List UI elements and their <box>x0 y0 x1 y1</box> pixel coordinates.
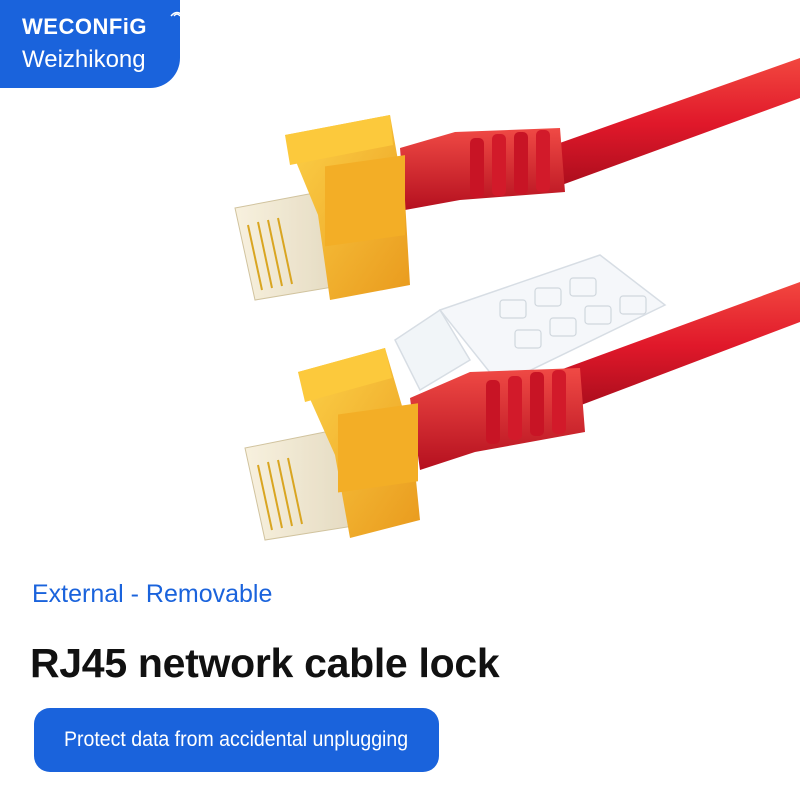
feature-tag: External - Removable <box>32 580 273 608</box>
transparent-lock <box>394 254 667 392</box>
brand-badge: WECONFiG Weizhikong <box>0 0 184 88</box>
lower-lock <box>298 348 420 538</box>
benefit-text: Protect data from accidental unplugging <box>64 728 409 751</box>
brand-name: Weizhikong <box>22 46 146 73</box>
upper-boot <box>400 128 565 210</box>
upper-cable <box>234 58 800 301</box>
wifi-mark-icon <box>170 11 184 17</box>
product-photo <box>234 58 800 541</box>
brand-logo: WECONFiG <box>22 11 184 39</box>
benefit-banner: Protect data from accidental unplugging <box>34 708 439 772</box>
product-headline: RJ45 network cable lock <box>30 640 500 686</box>
lower-plug <box>244 427 361 541</box>
upper-lock <box>285 115 410 300</box>
lower-cable <box>244 282 800 541</box>
upper-plug <box>234 189 346 301</box>
lower-boot <box>410 368 585 470</box>
brand-logo-text: WECONFiG <box>22 14 147 39</box>
